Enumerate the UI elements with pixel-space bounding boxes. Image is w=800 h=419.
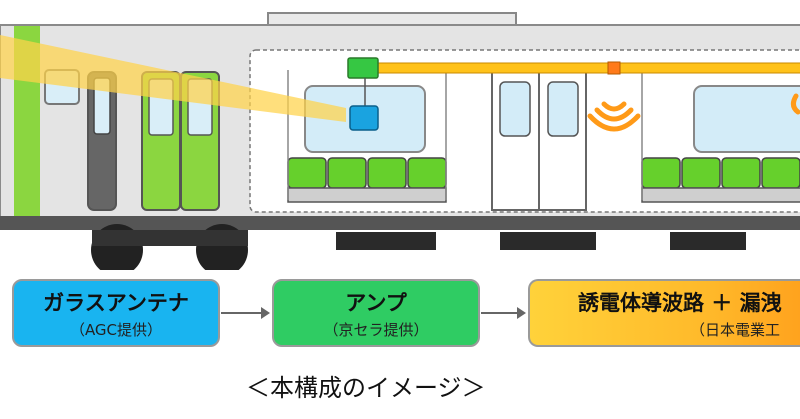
external-signal-beam xyxy=(0,35,346,122)
glass-antenna-provider: （AGC提供） xyxy=(69,321,163,339)
amplifier-box: アンプ （京セラ提供） xyxy=(272,279,480,347)
glass-antenna-box: ガラスアンテナ （AGC提供） xyxy=(12,279,220,347)
diagram-caption: ＜本構成のイメージ＞ xyxy=(246,374,486,402)
leaky-coupler xyxy=(607,61,621,75)
train-illustration xyxy=(0,12,800,270)
waveguide-box: 誘電体導波路 ＋ 漏洩 （日本電業工 xyxy=(528,279,800,347)
waveguide-title: 誘電体導波路 ＋ 漏洩 xyxy=(578,291,782,315)
glass-antenna-icon xyxy=(349,105,379,131)
signal-waves-icon xyxy=(790,93,800,115)
waveguide-provider: （日本電業工 xyxy=(690,321,781,339)
amplifier-provider: （京セラ提供） xyxy=(323,321,429,339)
glass-antenna-title: ガラスアンテナ xyxy=(43,291,189,315)
signal-waves-icon xyxy=(587,101,641,132)
center-doors xyxy=(491,71,587,211)
compartment-window xyxy=(693,85,800,153)
amplifier-title: アンプ xyxy=(345,291,407,315)
seat-row-right xyxy=(641,157,800,203)
flow-arrow xyxy=(481,307,526,319)
amplifier-icon xyxy=(347,57,379,79)
dielectric-waveguide xyxy=(377,62,800,74)
wheels xyxy=(91,224,746,270)
flow-arrow xyxy=(221,307,270,319)
